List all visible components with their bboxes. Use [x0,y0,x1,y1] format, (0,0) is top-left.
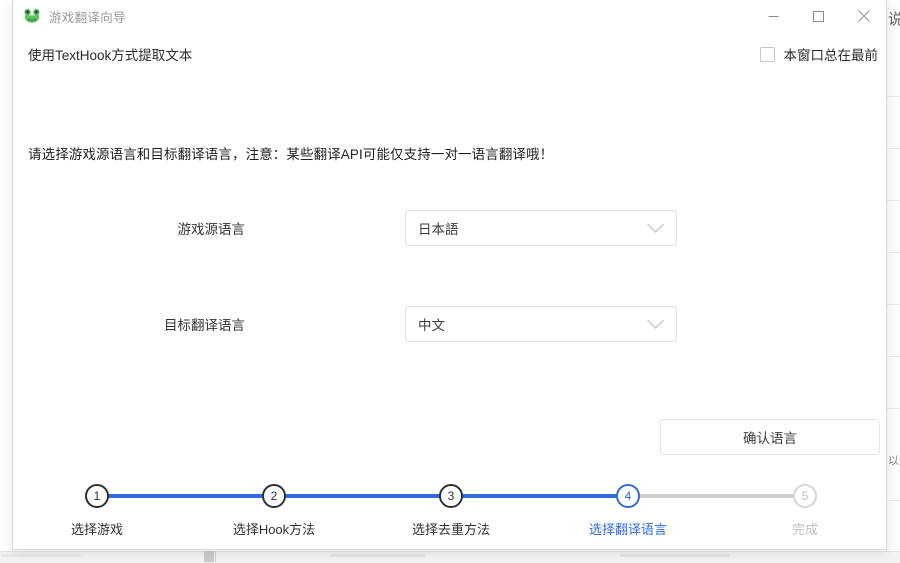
step-circle-2: 2 [262,484,286,508]
step-label-1: 选择游戏 [22,519,172,538]
background-text-fragment-mid: 以 [888,452,899,468]
step-label-2: 选择Hook方法 [199,519,349,538]
step-item-1[interactable]: 1 选择游戏 [22,484,172,538]
step-connector-1-2 [97,494,274,498]
always-on-top-label: 本窗口总在最前 [784,44,879,64]
always-on-top-control[interactable]: 本窗口总在最前 [760,44,879,64]
background-taskbar-strip [0,551,900,563]
header-row: 使用TextHook方式提取文本 本窗口总在最前 [13,32,886,78]
step-circle-1: 1 [85,484,109,508]
window-controls [751,0,886,32]
step-circle-5: 5 [793,484,817,508]
wizard-stepper: 1 选择游戏 2 选择Hook方法 3 选择去重方法 4 选择翻译语言 5 完成 [13,484,888,546]
confirm-language-button[interactable]: 确认语言 [660,419,880,455]
step-connector-2-3 [274,494,451,498]
target-language-select[interactable]: 中文 [405,306,677,342]
background-divider [886,96,900,97]
background-blur-block [620,554,730,557]
background-window-panel [886,0,900,562]
background-tab-handle [204,551,214,562]
step-item-3[interactable]: 3 选择去重方法 [376,484,526,538]
step-connector-3-4 [451,494,628,498]
step-item-2[interactable]: 2 选择Hook方法 [199,484,349,538]
title-bar[interactable]: 游戏翻译向导 [13,0,886,32]
background-vertical-rule [215,551,216,562]
background-text-fragment-top: 说 [888,8,900,29]
background-divider [886,148,900,149]
step-circle-4: 4 [616,484,640,508]
maximize-button[interactable] [796,0,841,32]
step-item-4[interactable]: 4 选择翻译语言 [553,484,703,538]
translation-wizard-window: 游戏翻译向导 使用TextHook方式提取文本 本窗口总在最前 请选择游戏源语言… [12,0,887,550]
window-title: 游戏翻译向导 [49,7,126,26]
step-item-5[interactable]: 5 完成 [730,484,880,538]
background-divider [886,356,900,357]
background-divider [886,304,900,305]
always-on-top-checkbox[interactable] [760,47,775,62]
background-divider [886,408,900,409]
minimize-button[interactable] [751,0,796,32]
step-connector-4-5 [628,494,805,498]
frog-icon [23,7,41,25]
title-bar-left: 游戏翻译向导 [13,7,126,26]
background-blur-block [330,554,425,557]
background-divider [886,500,900,501]
chevron-down-icon [647,319,664,330]
target-language-label: 目标翻译语言 [85,314,245,334]
step-circle-3: 3 [439,484,463,508]
background-blur-block [1,554,81,557]
hook-mode-text: 使用TextHook方式提取文本 [28,44,192,64]
source-language-value: 日本語 [418,218,647,238]
target-language-value: 中文 [418,314,647,334]
source-language-select[interactable]: 日本語 [405,210,677,246]
close-button[interactable] [841,0,886,32]
instructions-text: 请选择游戏源语言和目标翻译语言，注意：某些翻译API可能仅支持一对一语言翻译哦！ [28,143,553,163]
chevron-down-icon [647,223,664,234]
step-label-4: 选择翻译语言 [553,519,703,538]
background-divider [886,200,900,201]
source-language-label: 游戏源语言 [85,218,245,238]
step-label-5: 完成 [730,519,880,538]
step-label-3: 选择去重方法 [376,519,526,538]
background-divider [886,252,900,253]
